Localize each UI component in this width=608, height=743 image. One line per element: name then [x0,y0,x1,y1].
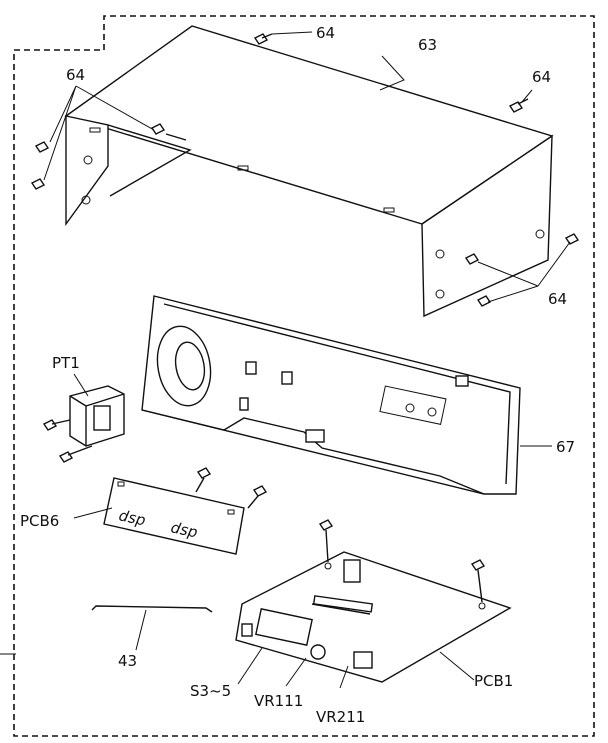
label-vr211: VR211 [316,708,365,726]
screw-icon [318,519,334,563]
label-pcb1: PCB1 [474,672,513,690]
assembly-boundary [13,15,595,737]
pcb6-print-2: dsp [169,518,199,541]
screw-icon [42,419,71,431]
screw-icon [470,559,486,603]
transformer-pt1 [69,385,125,447]
screw-icon [34,141,50,153]
pcb6-print-1: dsp [117,506,147,529]
screw-icon [58,445,93,463]
label-vr111: VR111 [254,692,303,710]
pcb1-board [235,551,512,683]
label-transformer: PT1 [52,354,80,372]
screw-icon [564,233,580,245]
label-switch: S3~5 [190,682,231,700]
pcb6-board [103,477,245,555]
rod-43 [91,605,213,613]
screw-icon [253,33,273,45]
label-screw-right-bottom: 64 [548,290,567,308]
screw-icon [195,467,212,493]
label-front-panel: 67 [556,438,575,456]
front-panel [141,295,521,495]
label-pcb6: PCB6 [20,512,59,530]
label-cover: 63 [418,36,437,54]
label-rod: 43 [118,652,137,670]
top-cover [64,25,554,318]
screw-icon [247,485,268,509]
screw-icon [476,295,492,307]
screw-icon [30,178,46,190]
screw-icon [464,253,480,265]
label-screw-left: 64 [66,66,85,84]
label-screw-top: 64 [316,24,335,42]
screw-icon [508,98,529,113]
screw-icon [150,123,166,135]
label-screw-right-top: 64 [532,68,551,86]
